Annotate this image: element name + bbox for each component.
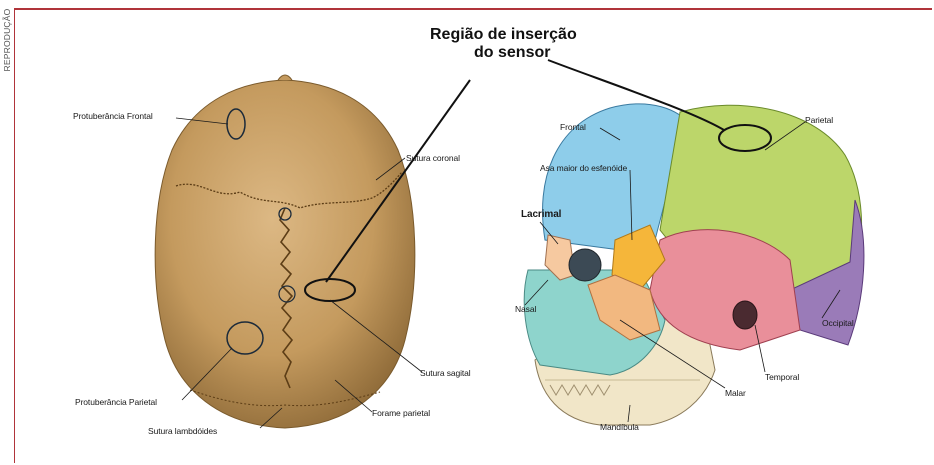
label-frontal: Frontal <box>560 122 586 132</box>
label-nasal: Nasal <box>515 304 536 314</box>
skull-side-view <box>524 104 864 425</box>
label-parietal-eminence: Protuberância Parietal <box>75 397 157 407</box>
skull-top-view <box>155 75 415 428</box>
sensor-region-title-line2: do sensor <box>474 44 550 62</box>
label-occipital: Occipital <box>822 318 854 328</box>
label-sagittal-suture: Sutura sagital <box>420 368 471 378</box>
sensor-region-title-line1: Região de inserção <box>430 26 577 44</box>
label-temporal: Temporal <box>765 372 799 382</box>
label-frontal-eminence: Protuberância Frontal <box>73 111 153 121</box>
label-coronal-suture: Sutura coronal <box>406 153 460 163</box>
label-lacrimal: Lacrimal <box>521 209 561 220</box>
label-malar: Malar <box>725 388 746 398</box>
label-sphenoid: Asa maior do esfenóide <box>540 163 627 173</box>
label-mandible: Mandíbula <box>600 422 639 432</box>
label-lambdoid-suture: Sutura lambdóides <box>148 426 217 436</box>
label-parietal: Parietal <box>805 115 833 125</box>
label-parietal-foramen: Forame parietal <box>372 408 430 418</box>
